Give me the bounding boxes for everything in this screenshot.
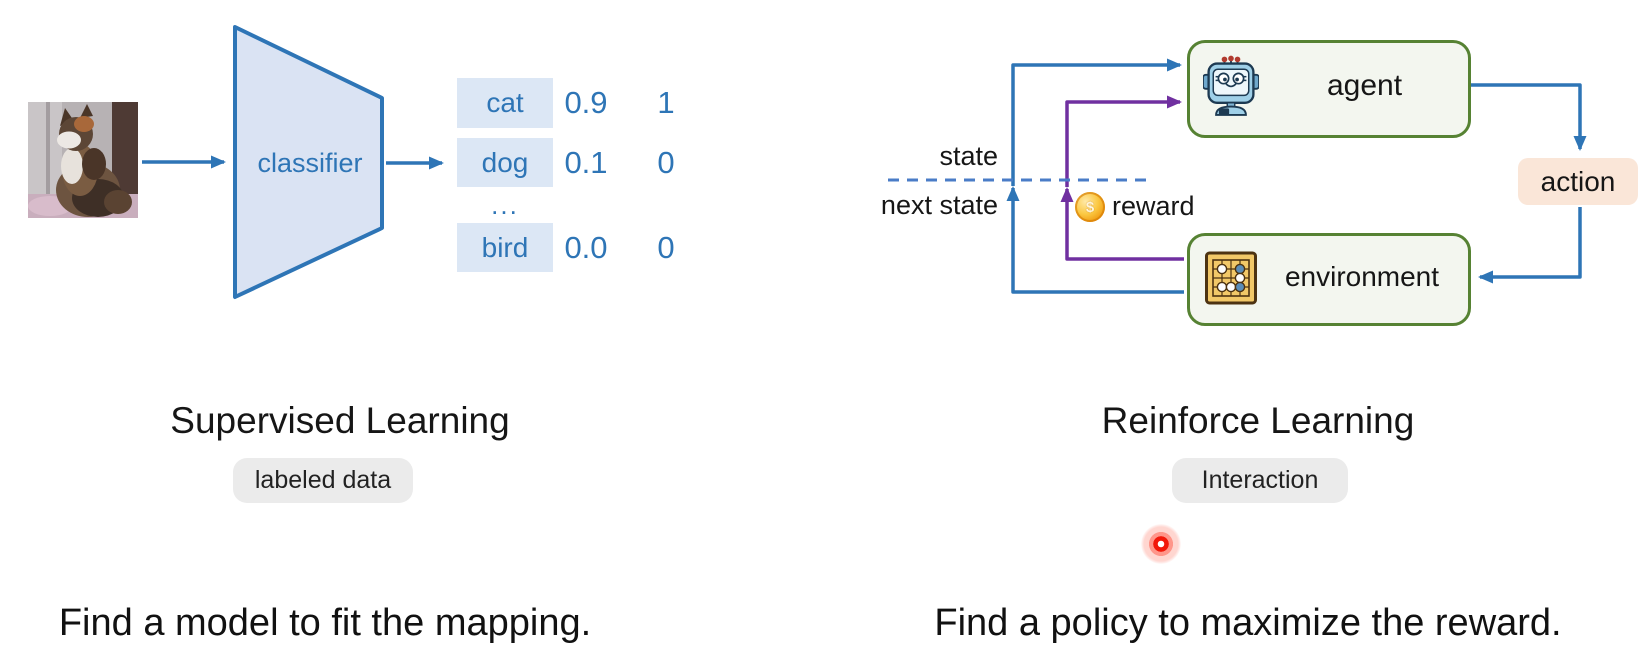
labeled-data-badge: labeled data bbox=[233, 458, 413, 503]
reward-label: reward bbox=[1112, 191, 1195, 221]
interaction-badge: Interaction bbox=[1172, 458, 1348, 503]
coin-symbol: $ bbox=[1085, 198, 1095, 216]
environment-label: environment bbox=[1284, 260, 1440, 292]
classifier-label: classifier bbox=[257, 148, 363, 178]
reward-arrow-lower bbox=[1060, 187, 1184, 261]
prob-bird: 0.0 bbox=[564, 230, 608, 265]
coin-icon: $ bbox=[1075, 192, 1105, 222]
reinforce-learning-title: Reinforce Learning bbox=[1101, 400, 1415, 441]
supervised-caption: Find a model to fit the mapping. bbox=[58, 602, 592, 644]
table-label-bird: bird bbox=[457, 223, 553, 272]
action-to-environment-arrow bbox=[1478, 207, 1582, 284]
truth-bird: 0 bbox=[657, 230, 675, 265]
action-badge: action bbox=[1518, 158, 1638, 205]
state-label: state bbox=[939, 141, 998, 171]
prob-dog: 0.1 bbox=[564, 145, 608, 180]
agent-label: agent bbox=[1326, 69, 1403, 102]
robot-icon bbox=[1203, 55, 1259, 116]
state-arrow bbox=[1011, 58, 1182, 186]
next-state-arrow bbox=[1006, 186, 1184, 294]
supervised-learning-title: Supervised Learning bbox=[170, 400, 510, 441]
table-label-cat: cat bbox=[457, 78, 553, 128]
laser-dot-icon bbox=[1141, 524, 1181, 564]
reward-arrow-upper bbox=[1065, 95, 1182, 187]
truth-dog: 0 bbox=[657, 145, 675, 180]
go-board-icon bbox=[1205, 251, 1257, 305]
truth-cat: 1 bbox=[657, 85, 675, 120]
next-state-label: next state bbox=[880, 190, 998, 220]
table-ellipsis: ... bbox=[491, 190, 519, 220]
cat-photo bbox=[28, 102, 138, 218]
table-label-dog: dog bbox=[457, 138, 553, 187]
reinforce-caption: Find a policy to maximize the reward. bbox=[934, 602, 1562, 644]
agent-to-action-arrow bbox=[1468, 83, 1587, 151]
classifier-trapezoid bbox=[233, 25, 384, 299]
prob-cat: 0.9 bbox=[564, 85, 608, 120]
